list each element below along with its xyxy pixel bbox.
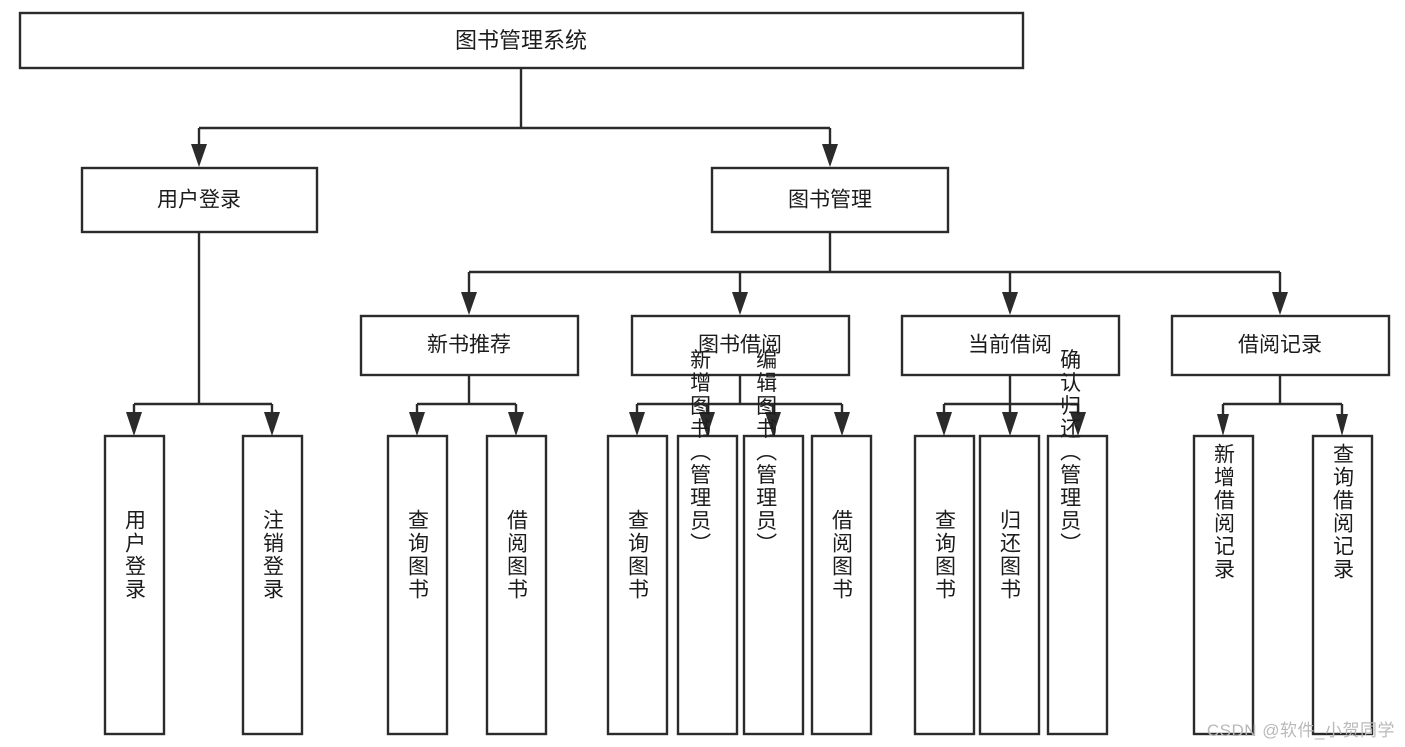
node-borrow-record[interactable]: 借阅记录 bbox=[1170, 314, 1391, 377]
arrow-head-leaf-user-login bbox=[126, 412, 142, 436]
arrow-head-cb-query bbox=[936, 412, 952, 436]
arrow-head-user-login bbox=[191, 144, 207, 167]
leaf-bb-query-book-label: 查询图书 bbox=[626, 509, 650, 601]
node-new-book-recommend[interactable]: 新书推荐 bbox=[359, 314, 580, 377]
leaf-user-login[interactable]: 用户登录 bbox=[103, 434, 166, 736]
leaf-br-add-record[interactable]: 新增借阅记录 bbox=[1192, 434, 1255, 736]
leaf-cb-query-book-box bbox=[913, 434, 976, 736]
node-current-borrow-box bbox=[900, 314, 1121, 377]
leaf-bb-edit-book-label: 编辑图书（管理员） bbox=[754, 349, 778, 556]
leaf-bb-borrow-book-box bbox=[810, 434, 873, 736]
node-book-borrow-box bbox=[630, 314, 851, 377]
leaf-cb-confirm-return-label: 确认归还（管理员） bbox=[1058, 349, 1082, 556]
leaf-br-query-record-box bbox=[1311, 434, 1374, 736]
leaf-user-login-label: 用户登录 bbox=[123, 509, 147, 601]
leaf-nb-query-book-label: 查询图书 bbox=[406, 509, 430, 601]
arrow-head-cb-return bbox=[1002, 412, 1018, 436]
leaf-nb-query-book-box bbox=[386, 434, 449, 736]
leaf-logout-label: 注销登录 bbox=[261, 509, 285, 601]
node-new-book-recommend-box bbox=[359, 314, 580, 377]
arrow-head-borrow-record bbox=[1272, 292, 1288, 315]
node-current-borrow[interactable]: 当前借阅 bbox=[900, 314, 1121, 377]
arrow-head-bb-edit bbox=[765, 412, 781, 436]
connector-book-borrow-to-leaves bbox=[629, 375, 850, 436]
node-book-manage[interactable]: 图书管理 bbox=[710, 166, 950, 234]
node-book-manage-box bbox=[710, 166, 950, 234]
node-current-borrow-label: 当前借阅 bbox=[968, 334, 1052, 357]
leaf-cb-return-book-label: 归还图书 bbox=[998, 509, 1022, 601]
leaf-user-login-box bbox=[103, 434, 166, 736]
leaf-bb-add-book[interactable]: 新增图书（管理员） bbox=[676, 349, 739, 736]
connector-new-book-to-leaves bbox=[409, 375, 524, 436]
connector-root-to-level2 bbox=[191, 68, 838, 167]
leaf-nb-borrow-book[interactable]: 借阅图书 bbox=[485, 434, 548, 736]
leaf-nb-borrow-book-box bbox=[485, 434, 548, 736]
leaf-br-query-record-label: 查询借阅记录 bbox=[1331, 443, 1355, 581]
leaf-cb-query-book-label: 查询图书 bbox=[933, 509, 957, 601]
leaf-cb-return-book-box bbox=[978, 434, 1041, 736]
leaf-br-add-record-box bbox=[1192, 434, 1255, 736]
node-book-manage-label: 图书管理 bbox=[788, 189, 872, 212]
leaf-nb-borrow-book-label: 借阅图书 bbox=[505, 509, 529, 601]
arrow-head-bb-borrow bbox=[834, 412, 850, 436]
connector-current-borrow-to-leaves bbox=[936, 375, 1086, 436]
leaf-logout[interactable]: 注销登录 bbox=[241, 434, 304, 736]
node-user-login-label: 用户登录 bbox=[157, 189, 241, 212]
arrow-head-new-book bbox=[461, 292, 477, 315]
connector-borrow-record-to-leaves bbox=[1217, 375, 1348, 436]
leaf-bb-query-book[interactable]: 查询图书 bbox=[606, 434, 669, 736]
connector-user-login-to-leaves bbox=[126, 232, 280, 436]
leaf-br-query-record[interactable]: 查询借阅记录 bbox=[1311, 434, 1374, 736]
arrow-head-book-manage bbox=[822, 144, 838, 167]
node-user-login[interactable]: 用户登录 bbox=[80, 166, 319, 234]
leaf-bb-edit-book-box bbox=[742, 434, 805, 736]
leaf-bb-add-book-box bbox=[676, 434, 739, 736]
arrow-head-cb-confirm bbox=[1070, 412, 1086, 436]
connector-book-manage-to-level3 bbox=[461, 232, 1288, 315]
node-new-book-recommend-label: 新书推荐 bbox=[427, 334, 511, 357]
arrow-head-br-query bbox=[1336, 414, 1348, 436]
arrow-head-book-borrow bbox=[732, 292, 748, 315]
node-root-box bbox=[18, 11, 1025, 70]
arrow-head-leaf-logout bbox=[264, 412, 280, 436]
leaf-cb-query-book[interactable]: 查询图书 bbox=[913, 434, 976, 736]
node-borrow-record-label: 借阅记录 bbox=[1238, 334, 1322, 357]
leaf-nb-query-book[interactable]: 查询图书 bbox=[386, 434, 449, 736]
node-book-borrow[interactable]: 图书借阅 bbox=[630, 314, 851, 377]
leaf-cb-return-book[interactable]: 归还图书 bbox=[978, 434, 1041, 736]
leaf-cb-confirm-return-box bbox=[1046, 434, 1109, 736]
leaf-bb-query-book-box bbox=[606, 434, 669, 736]
arrow-head-nb-borrow bbox=[508, 412, 524, 436]
node-root[interactable]: 图书管理系统 bbox=[18, 11, 1025, 70]
leaf-bb-edit-book[interactable]: 编辑图书（管理员） bbox=[742, 349, 805, 736]
node-root-label: 图书管理系统 bbox=[455, 28, 587, 53]
leaf-bb-add-book-label: 新增图书（管理员） bbox=[688, 349, 712, 556]
leaf-cb-confirm-return[interactable]: 确认归还（管理员） bbox=[1046, 349, 1109, 736]
arrow-head-br-add bbox=[1217, 414, 1229, 436]
node-book-borrow-label: 图书借阅 bbox=[698, 334, 782, 357]
arrow-head-current-borrow bbox=[1002, 292, 1018, 315]
arrow-head-nb-query bbox=[409, 412, 425, 436]
arrow-head-bb-query bbox=[629, 412, 645, 436]
leaf-bb-borrow-book[interactable]: 借阅图书 bbox=[810, 434, 873, 736]
arrow-head-bb-add bbox=[699, 412, 715, 436]
leaf-logout-box bbox=[241, 434, 304, 736]
leaf-br-add-record-label: 新增借阅记录 bbox=[1212, 443, 1236, 581]
leaf-bb-borrow-book-label: 借阅图书 bbox=[830, 509, 854, 601]
